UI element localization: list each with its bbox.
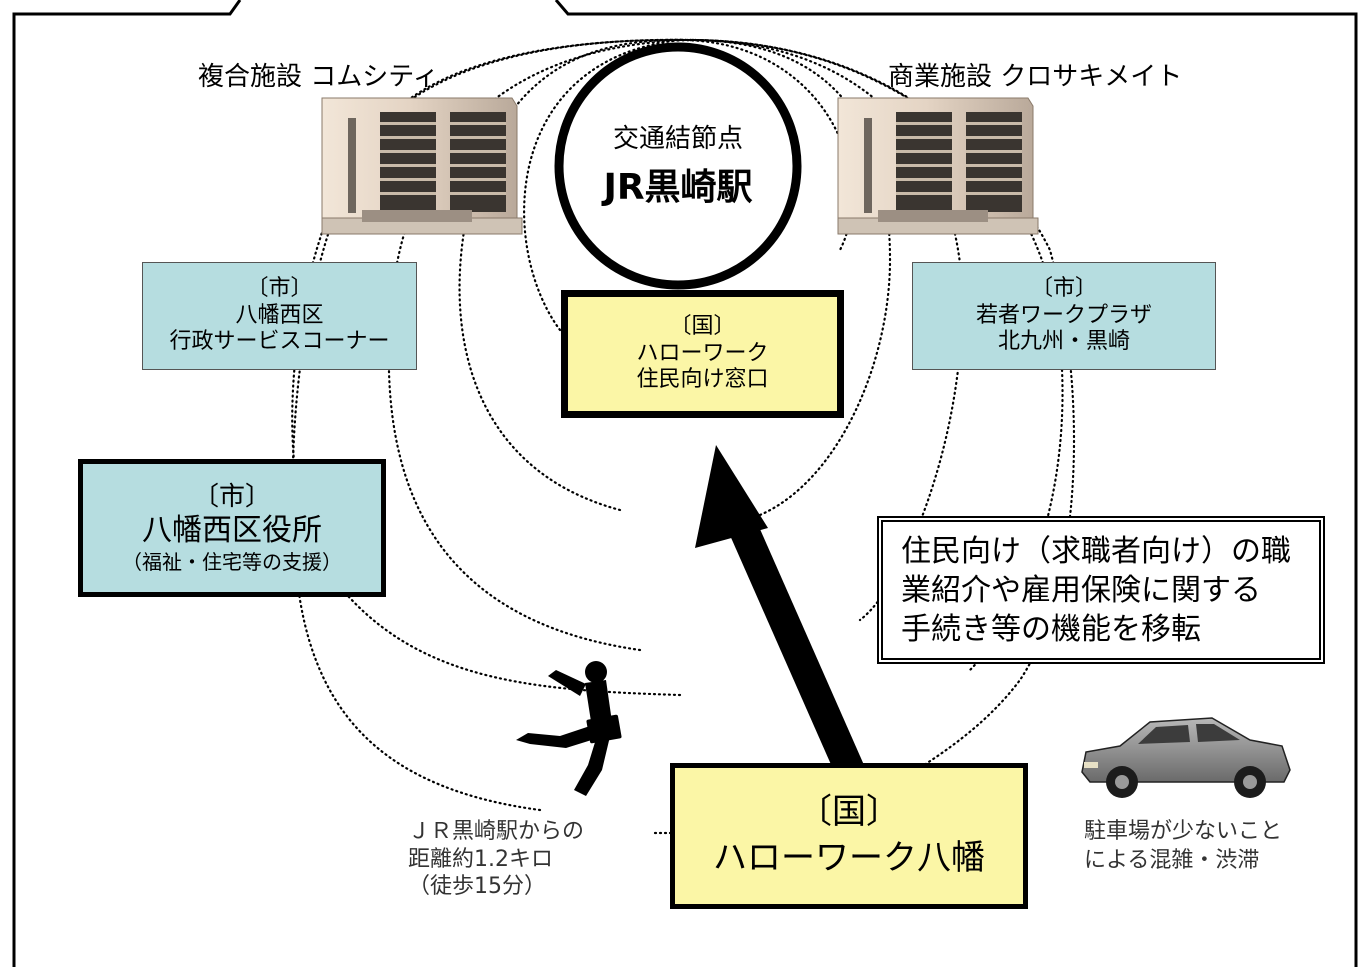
box-line: ハローワーク (636, 340, 769, 366)
facility-title-kurosaki-mate: 商業施設 クロサキメイト (888, 62, 1183, 92)
hellowork-yahata-box: 〔国〕 ハローワーク八幡 (670, 763, 1028, 909)
yahatanishi-service-corner-box: 〔市〕 八幡西区 行政サービスコーナー (142, 262, 417, 370)
box-line: 〔市〕 (1030, 275, 1097, 301)
distance-line: 距離約1.2キロ (408, 846, 553, 872)
dotted-ring-4 (291, 38, 1064, 697)
facility-title-comcity: 複合施設 コムシティ (198, 62, 439, 92)
car-icon (1081, 717, 1291, 798)
box-line: 〔市〕 (192, 481, 271, 512)
box-line: 八幡西区 (235, 302, 324, 328)
youth-work-plaza-box: 〔市〕 若者ワークプラザ 北九州・黒崎 (912, 262, 1216, 370)
box-line: （福祉・住宅等の支援） (122, 549, 342, 574)
ward-office-box: 〔市〕 八幡西区役所 （福祉・住宅等の支援） (78, 459, 386, 597)
distance-line: （徒歩15分） (408, 874, 546, 899)
box-line: ハローワーク八幡 (713, 838, 985, 878)
building-icon (837, 97, 1039, 235)
callout-line: 手続き等の機能を移転 (901, 611, 1201, 647)
box-line: 北九州・黒崎 (997, 329, 1130, 355)
distance-line: ＪＲ黒崎駅からの (408, 819, 585, 844)
box-line: 八幡西区役所 (142, 513, 322, 549)
parking-note: 駐車場が少ないこと による混雑・渋滞 (1084, 818, 1282, 875)
station-circle (554, 42, 802, 290)
distance-note: ＪＲ黒崎駅からの 距離約1.2キロ （徒歩15分） (408, 818, 584, 901)
box-line: 若者ワークプラザ (975, 302, 1152, 328)
callout-line: 住民向け（求職者向け）の職 (901, 533, 1291, 569)
outer-frame (12, 0, 1358, 967)
hellowork-resident-window-box: 〔国〕 ハローワーク 住民向け窓口 (561, 290, 844, 418)
box-line: 〔国〕 (798, 792, 900, 833)
building-icon (321, 97, 523, 235)
callout-line: 業紹介や雇用保険に関する (901, 572, 1261, 608)
dotted-ring-3 (387, 38, 964, 652)
box-line: 住民向け窓口 (636, 367, 769, 393)
box-line: 〔国〕 (669, 313, 736, 339)
relocation-callout-box: 住民向け（求職者向け）の職 業紹介や雇用保険に関する 手続き等の機能を移転 (877, 516, 1325, 664)
station-name: JR黒崎駅 (603, 167, 753, 208)
running-businessman-icon (516, 661, 622, 796)
parking-line: による混雑・渋滞 (1084, 847, 1260, 873)
relocation-arrow (695, 445, 866, 782)
box-line: 行政サービスコーナー (169, 329, 390, 355)
box-line: 〔市〕 (246, 275, 313, 301)
hub-label: 交通結節点 (612, 124, 743, 154)
parking-line: 駐車場が少ないこと (1084, 819, 1283, 844)
